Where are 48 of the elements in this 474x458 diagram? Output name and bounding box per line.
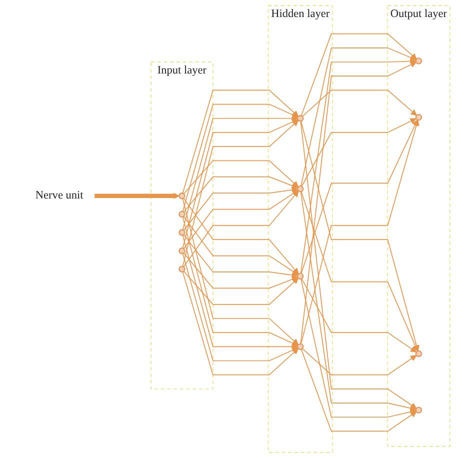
node-circle — [415, 58, 422, 64]
arrow — [301, 118, 416, 187]
node-circle — [296, 115, 304, 122]
node-circle — [178, 266, 186, 272]
arrow — [183, 190, 299, 268]
arrow — [302, 90, 417, 117]
arrow — [182, 104, 298, 212]
node-circle — [178, 248, 186, 254]
arrow — [300, 62, 416, 344]
arrow — [182, 253, 298, 362]
cluster: Hidden layer — [268, 5, 333, 453]
arrow — [182, 90, 299, 194]
node-circle — [296, 272, 304, 280]
arrow — [94, 192, 180, 199]
arrow — [183, 186, 298, 231]
node-circle — [296, 186, 304, 192]
arrow — [302, 348, 417, 376]
arrow — [300, 348, 417, 432]
node-text: Nerve unit — [35, 190, 84, 202]
arrow — [183, 216, 298, 275]
arrow — [300, 191, 418, 352]
arrow — [300, 120, 417, 409]
arrow — [300, 58, 416, 274]
node-circle — [178, 229, 186, 236]
node-circle — [178, 210, 186, 218]
arrow — [183, 190, 298, 249]
cluster: Output layer — [387, 5, 450, 447]
arrow — [182, 115, 298, 230]
arrow — [183, 160, 299, 194]
cluster: Input layer — [150, 62, 214, 390]
arrow — [182, 271, 299, 376]
arrow — [300, 191, 416, 412]
arrow — [182, 234, 298, 350]
arrow — [183, 270, 299, 305]
node-circle — [296, 343, 304, 350]
node-circle — [415, 350, 422, 358]
node-circle — [415, 406, 422, 414]
node-circle — [415, 114, 422, 121]
arrow — [300, 120, 418, 274]
arrow — [300, 48, 416, 186]
node-circle — [178, 192, 186, 200]
arrow — [183, 234, 298, 278]
arrow — [300, 278, 416, 418]
arrow — [183, 252, 298, 289]
arrow — [183, 198, 299, 274]
arrow — [300, 33, 417, 116]
arrow — [183, 176, 298, 212]
arrow — [301, 278, 417, 352]
